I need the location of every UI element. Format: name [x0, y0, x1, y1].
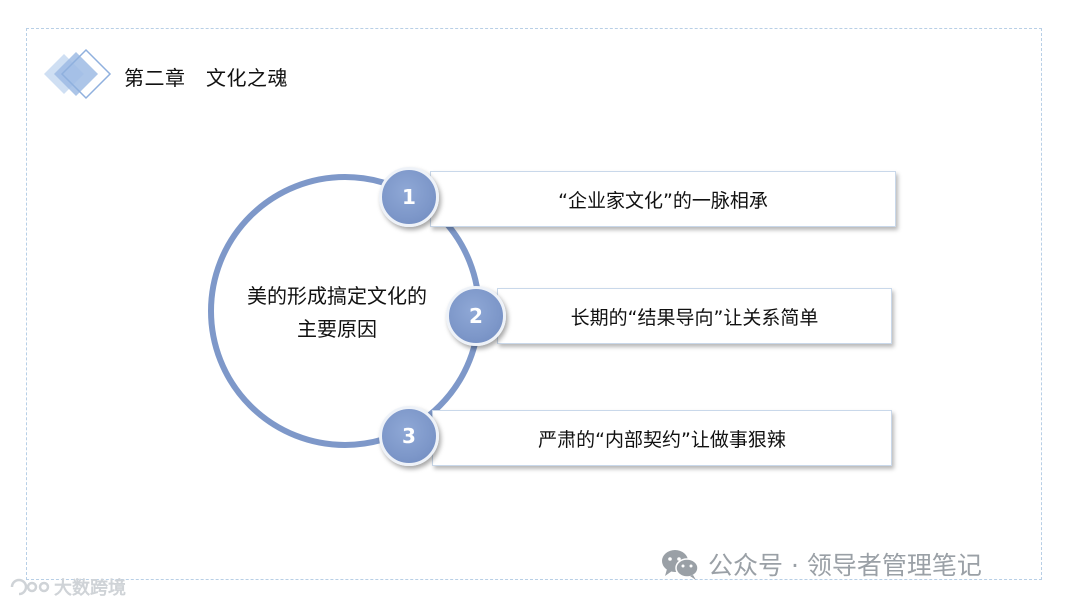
item-text-2: 长期的“结果导向”让关系简单 [570, 306, 819, 329]
number-badge-3: 3 [379, 406, 439, 466]
item-text-1: “企业家文化”的一脉相承 [558, 189, 768, 212]
slide-frame [26, 28, 1042, 580]
number-badge-3-label: 3 [402, 424, 416, 448]
watermark: 公众号 · 领导者管理笔记 [660, 546, 982, 582]
number-badge-2: 2 [446, 286, 506, 346]
center-caption-line-1: 美的形成搞定文化的 [247, 284, 427, 308]
watermark-text: 公众号 · 领导者管理笔记 [708, 551, 982, 580]
corner-logo: 大数跨境 [8, 574, 126, 600]
corner-logo-text: 大数跨境 [54, 578, 126, 599]
chapter-title: 第二章 文化之魂 [124, 66, 288, 90]
item-text-3: 严肃的“内部契约”让做事狠辣 [538, 428, 786, 451]
number-badge-2-label: 2 [469, 304, 483, 328]
item-box-2: 长期的“结果导向”让关系简单 [497, 288, 892, 344]
diamond-icon [44, 48, 112, 100]
center-caption: 美的形成搞定文化的 主要原因 [232, 280, 442, 346]
center-caption-line-2: 主要原因 [297, 317, 377, 341]
wechat-icon [662, 550, 699, 580]
logo-icon [10, 578, 50, 596]
number-badge-1: 1 [379, 167, 439, 227]
item-box-3: 严肃的“内部契约”让做事狠辣 [432, 410, 892, 466]
number-badge-1-label: 1 [402, 185, 416, 209]
item-box-1: “企业家文化”的一脉相承 [430, 171, 896, 227]
